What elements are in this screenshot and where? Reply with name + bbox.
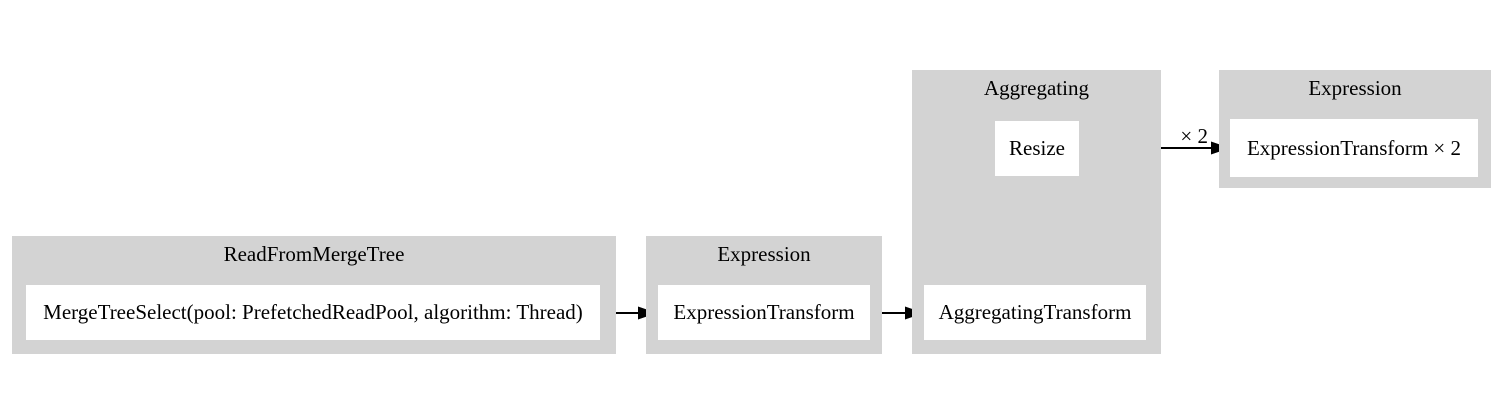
cluster-expression-1: Expression ExpressionTransform	[646, 236, 882, 354]
cluster-aggregating: Aggregating Resize AggregatingTransform	[912, 70, 1161, 354]
node-expressiontransform-x2: ExpressionTransform × 2	[1230, 119, 1478, 177]
cluster-aggregating-title: Aggregating	[984, 76, 1089, 100]
node-aggregatingtransform: AggregatingTransform	[924, 285, 1146, 340]
edge-multiplicity-label: × 2	[1180, 124, 1208, 148]
cluster-expression-2-title: Expression	[1308, 76, 1402, 100]
cluster-readfrommergetree-title: ReadFromMergeTree	[223, 242, 405, 266]
node-expressiontransform: ExpressionTransform	[658, 285, 870, 340]
cluster-readfrommergetree: ReadFromMergeTree MergeTreeSelect(pool: …	[12, 236, 616, 354]
cluster-expression-1-title: Expression	[717, 242, 811, 266]
cluster-expression-2: Expression ExpressionTransform × 2	[1219, 70, 1491, 188]
node-resize: Resize	[995, 121, 1079, 176]
node-mergetreeselect: MergeTreeSelect(pool: PrefetchedReadPool…	[26, 285, 600, 340]
